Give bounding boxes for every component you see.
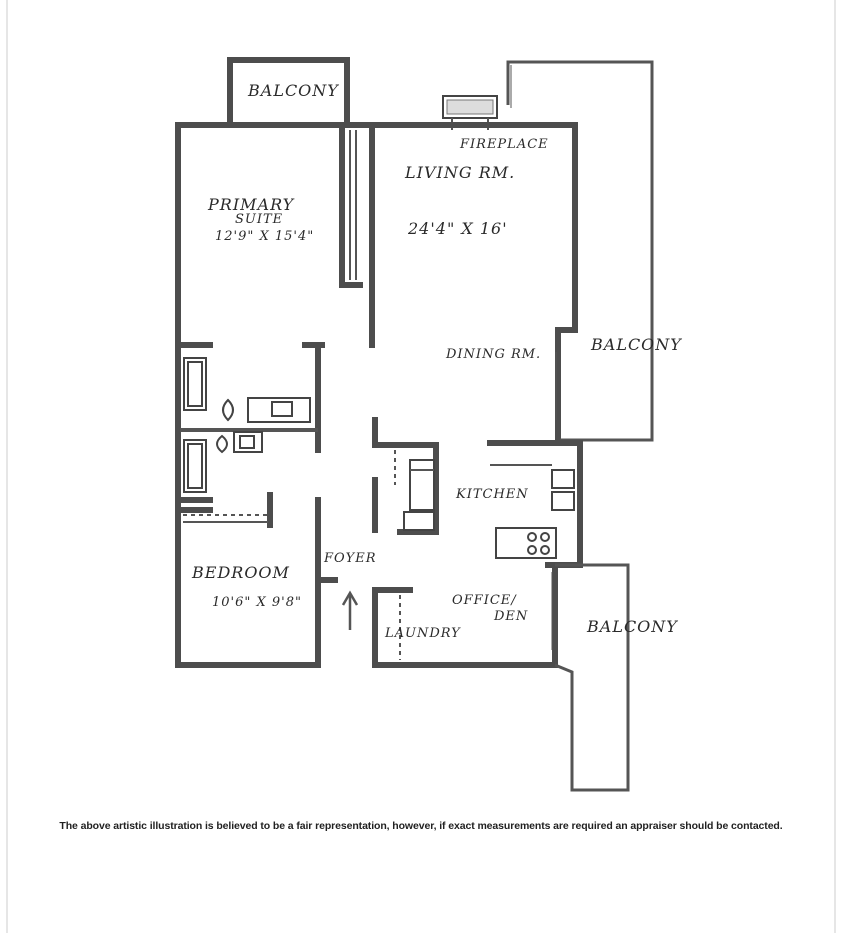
balcony-lower	[551, 563, 630, 792]
label-balcony-lower: BALCONY	[586, 617, 678, 636]
entry-arrow-icon	[341, 590, 359, 630]
disclaimer-text: The above artistic illustration is belie…	[59, 820, 783, 832]
kitchen-walls	[487, 440, 583, 568]
label-dining-room: DINING RM.	[445, 347, 541, 362]
label-balcony-right: BALCONY	[590, 335, 682, 354]
label-balcony-top: BALCONY	[247, 81, 339, 100]
label-foyer: FOYER	[323, 551, 377, 566]
label-office-den: DEN	[493, 609, 528, 624]
label-bedroom: BEDROOM	[191, 563, 290, 582]
balcony-top	[227, 57, 350, 125]
label-living-dims: 24'4" X 16'	[407, 219, 508, 238]
label-living-room: LIVING RM.	[404, 163, 515, 182]
right-page-edge	[834, 0, 836, 933]
bedroom-walls	[175, 492, 338, 668]
label-office: OFFICE/	[452, 593, 517, 608]
label-bedroom-dims: 10'6" X 9'8"	[212, 595, 302, 610]
left-page-edge	[6, 0, 8, 933]
label-fireplace: FIREPLACE	[459, 137, 549, 152]
primary-suite-walls	[175, 122, 375, 348]
floor-plan: BALCONY FIREPLACE LIVING RM. 24'4" X 16'…	[175, 57, 682, 792]
label-kitchen: KITCHEN	[455, 487, 529, 502]
hall-closets	[372, 417, 439, 535]
label-primary-dims: 12'9" X 15'4"	[215, 229, 314, 244]
balcony-right	[506, 60, 654, 442]
label-laundry: LAUNDRY	[384, 626, 461, 641]
bathrooms	[175, 342, 325, 503]
label-primary-suite: SUITE	[235, 212, 283, 227]
living-room-walls	[369, 122, 578, 443]
office-laundry-walls	[372, 562, 558, 668]
label-primary: PRIMARY	[207, 195, 295, 214]
